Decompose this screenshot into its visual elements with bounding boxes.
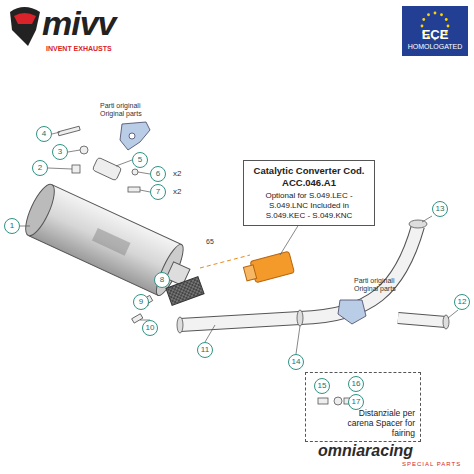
node-heading: ECE (422, 28, 449, 42)
part-note: Parti originali Original parts (354, 277, 416, 293)
brand-logo: mivv (42, 4, 116, 43)
quantity: x2 (173, 169, 181, 178)
callout-number: 1 (4, 218, 20, 234)
brand-tagline: INVENT EXHAUSTS (46, 45, 112, 52)
node-heading: Distanziale per carena Spacer for fairin… (335, 408, 415, 438)
callout-number: 10 (142, 320, 158, 336)
dimension: 65 (206, 238, 214, 245)
callout-number: 13 (432, 201, 448, 217)
callout-number: 8 (154, 272, 170, 288)
bracket (120, 122, 150, 150)
callout-number: 11 (197, 342, 213, 358)
node-body: HOMOLOGATED (408, 42, 463, 51)
part-note: Parti originali Original parts (100, 102, 162, 118)
brand-logo: omniaracing (318, 442, 413, 460)
quantity: x2 (173, 187, 181, 196)
brand-tagline: SPECIAL PARTS (402, 461, 461, 467)
callout-number: 17 (348, 394, 364, 410)
fit-line (200, 255, 250, 268)
catalytic-converter (242, 251, 294, 285)
callout-number: 7 (150, 184, 166, 200)
mesh-sleeve (166, 277, 204, 306)
spacer-parts (318, 397, 350, 405)
callout-number: 12 (454, 294, 470, 310)
callout-number: 2 (32, 160, 48, 176)
callout-number: 16 (348, 376, 364, 392)
node-heading: Catalytic Converter Cod. ACC.046.A1 (249, 165, 369, 189)
bracket (338, 300, 366, 324)
link-pipe (180, 226, 446, 325)
leader-lines (20, 132, 458, 354)
callout-number: 3 (52, 144, 68, 160)
clamps (177, 220, 449, 333)
callout-number: 9 (133, 294, 149, 310)
callout-box: Catalytic Converter Cod. ACC.046.A1Optio… (243, 160, 375, 226)
callout-number: 6 (150, 166, 166, 182)
logo-icon (10, 7, 40, 46)
silencer (20, 181, 198, 303)
callout-number: 14 (288, 354, 304, 370)
callout-number: 15 (314, 378, 330, 394)
hardware (58, 126, 153, 323)
node-body: Optional for S.049.LEC - S.049.LNC Inclu… (249, 191, 369, 221)
homologation-badge: ECEHOMOLOGATED (402, 6, 468, 56)
callout-number: 5 (132, 152, 148, 168)
callout-number: 4 (36, 126, 52, 142)
